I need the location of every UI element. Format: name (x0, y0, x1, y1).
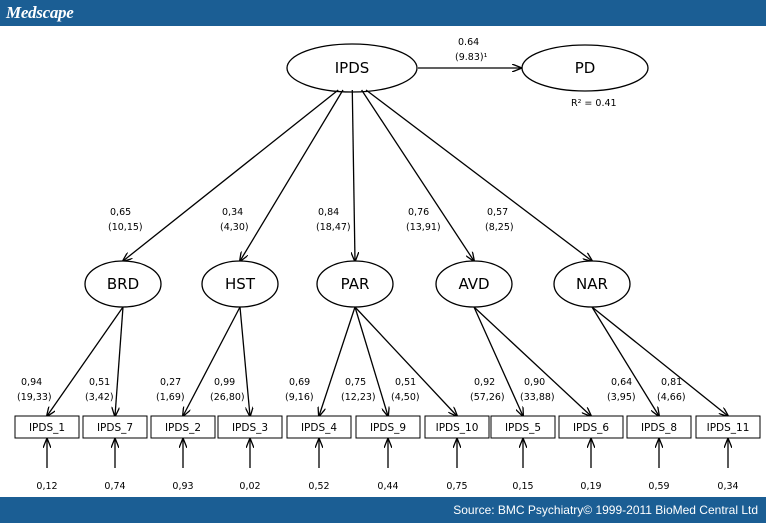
ipds4-label: IPDS_4 (301, 422, 337, 434)
path-ipds-brd (123, 89, 339, 261)
source-credit: Source: BMC Psychiatry© 1999-2011 BioMed… (453, 503, 758, 517)
ipds-label: IPDS (335, 59, 370, 77)
ipds10-coef: 0,51 (395, 377, 416, 388)
loading-ipds8 (591, 306, 659, 416)
path-ipds-hst (240, 89, 344, 261)
ipds1-coef: 0,94 (21, 377, 42, 388)
loading-ipds11 (591, 306, 728, 416)
nar-t: (8,25) (485, 222, 514, 233)
ipds10-t: (4,50) (391, 392, 420, 403)
path-ipds-par (352, 89, 355, 261)
hst-label: HST (225, 275, 256, 293)
ipds5-error: 0,15 (512, 481, 533, 492)
ipds5-coef: 0,92 (474, 377, 495, 388)
ipds3-coef: 0,99 (214, 377, 235, 388)
ipds9-label: IPDS_9 (370, 422, 406, 434)
nar-label: NAR (576, 275, 608, 293)
loading-ipds7 (115, 306, 124, 416)
brd-label: BRD (107, 275, 139, 293)
ipds11-error: 0,34 (717, 481, 738, 492)
ipds6-t: (33,88) (520, 392, 555, 403)
ipds5-t: (57,26) (470, 392, 505, 403)
ipds9-error: 0,44 (377, 481, 398, 492)
avd-coef: 0,76 (408, 207, 429, 218)
ipds6-error: 0,19 (580, 481, 601, 492)
ipds2-t: (1,69) (156, 392, 185, 403)
hst-t: (4,30) (220, 222, 249, 233)
loading-ipds4 (319, 306, 356, 416)
loading-ipds6 (473, 306, 591, 416)
loading-ipds5 (473, 306, 523, 416)
loading-ipds1 (47, 306, 124, 416)
ipds2-coef: 0,27 (160, 377, 181, 388)
ipds5-label: IPDS_5 (505, 422, 541, 434)
sem-path-diagram: IPDS PD 0.64 (9.83)¹ R² = 0.41 BRD 0,65 (1… (14, 37, 761, 492)
loading-ipds9 (354, 306, 388, 416)
ipds8-coef: 0,64 (611, 377, 632, 388)
avd-label: AVD (458, 275, 489, 293)
ipds11-t: (4,66) (657, 392, 686, 403)
path-ipds-avd (361, 89, 474, 261)
pd-r2: R² = 0.41 (571, 98, 617, 109)
ipds4-t: (9,16) (285, 392, 314, 403)
ipds1-t: (19,33) (17, 392, 52, 403)
ipds6-label: IPDS_6 (573, 422, 609, 434)
ipds11-label: IPDS_11 (707, 422, 750, 434)
ipds7-t: (3,42) (85, 392, 114, 403)
ipds7-label: IPDS_7 (97, 422, 133, 434)
ipds1-error: 0,12 (36, 481, 57, 492)
brd-t: (10,15) (108, 222, 143, 233)
header-bar: Medscape (0, 0, 766, 26)
footer-bar: Source: BMC Psychiatry© 1999-2011 BioMed… (0, 497, 766, 523)
avd-t: (13,91) (406, 222, 441, 233)
ipds7-coef: 0,51 (89, 377, 110, 388)
pd-path-t: (9.83)¹ (455, 52, 488, 63)
ipds11-coef: 0,81 (661, 377, 682, 388)
ipds6-coef: 0,90 (524, 377, 545, 388)
ipds10-error: 0,75 (446, 481, 467, 492)
par-t: (18,47) (316, 222, 351, 233)
ipds9-t: (12,23) (341, 392, 376, 403)
par-label: PAR (341, 275, 370, 293)
ipds8-label: IPDS_8 (641, 422, 677, 434)
loading-ipds2 (183, 306, 241, 416)
ipds1-label: IPDS_1 (29, 422, 65, 434)
ipds3-error: 0,02 (239, 481, 260, 492)
ipds7-error: 0,74 (104, 481, 125, 492)
medscape-logo: Medscape (6, 3, 74, 22)
ipds3-label: IPDS_3 (232, 422, 268, 434)
ipds10-label: IPDS_10 (436, 422, 479, 434)
nar-coef: 0,57 (487, 207, 508, 218)
brd-coef: 0,65 (110, 207, 131, 218)
loading-ipds3 (239, 306, 250, 416)
ipds2-error: 0,93 (172, 481, 193, 492)
hst-coef: 0,34 (222, 207, 243, 218)
ipds9-coef: 0,75 (345, 377, 366, 388)
ipds4-error: 0,52 (308, 481, 329, 492)
path-ipds-nar (365, 89, 592, 261)
pd-label: PD (575, 59, 596, 77)
ipds4-coef: 0,69 (289, 377, 310, 388)
loading-ipds10 (354, 306, 457, 416)
ipds3-t: (26,80) (210, 392, 245, 403)
ipds8-error: 0,59 (648, 481, 669, 492)
par-coef: 0,84 (318, 207, 339, 218)
ipds8-t: (3,95) (607, 392, 636, 403)
ipds2-label: IPDS_2 (165, 422, 201, 434)
pd-path-coef: 0.64 (458, 37, 479, 48)
pd-ellipse (521, 44, 649, 92)
